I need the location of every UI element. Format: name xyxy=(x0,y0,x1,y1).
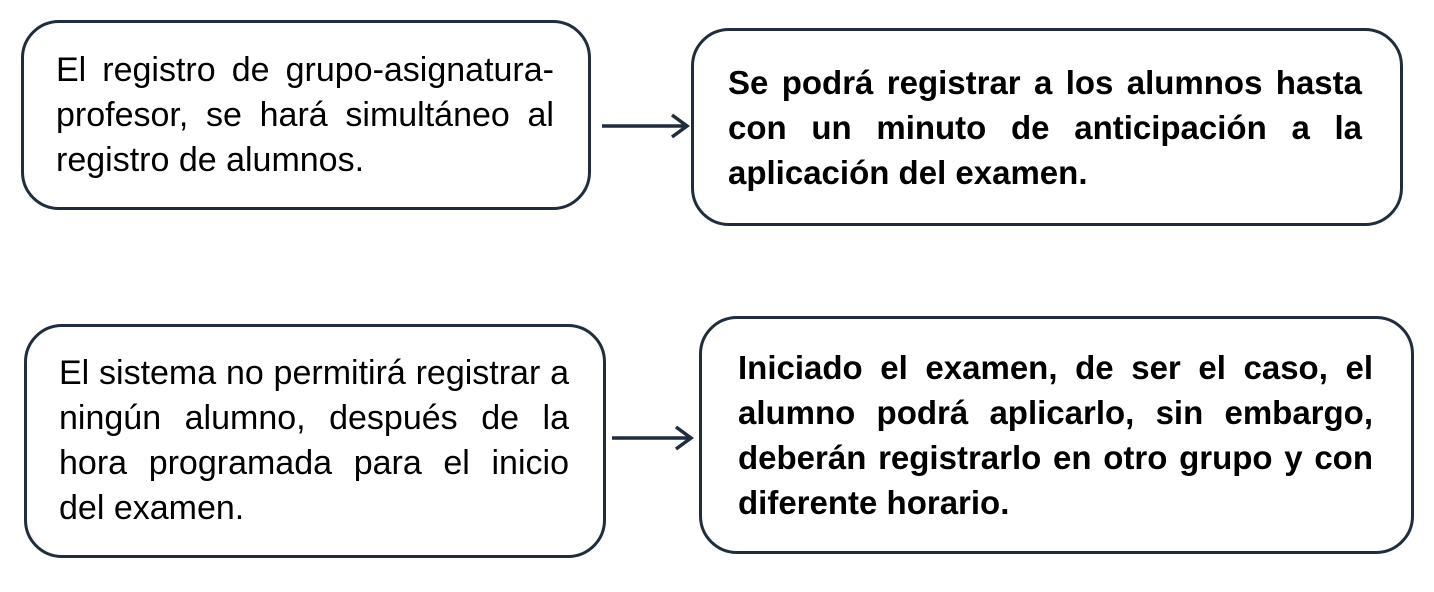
right-arrow-icon xyxy=(612,425,694,451)
rule-box-started-exam: Iniciado el examen, de ser el caso, el a… xyxy=(699,316,1414,554)
rule-text-registration-deadline: Se podrá registrar a los alumnos hasta c… xyxy=(728,63,1362,191)
rule-box-registration-deadline: Se podrá registrar a los alumnos hasta c… xyxy=(691,28,1403,226)
condition-box-group-registration: El registro de grupo-asignatura-profesor… xyxy=(21,20,591,210)
condition-box-no-late-registration: El sistema no permitirá registrar a ning… xyxy=(24,324,606,558)
right-arrow-icon xyxy=(602,113,690,139)
rule-text-started-exam: Iniciado el examen, de ser el caso, el a… xyxy=(738,349,1373,521)
condition-text-group-registration: El registro de grupo-asignatura-profesor… xyxy=(56,50,554,179)
condition-text-no-late-registration: El sistema no permitirá registrar a ning… xyxy=(59,354,569,527)
